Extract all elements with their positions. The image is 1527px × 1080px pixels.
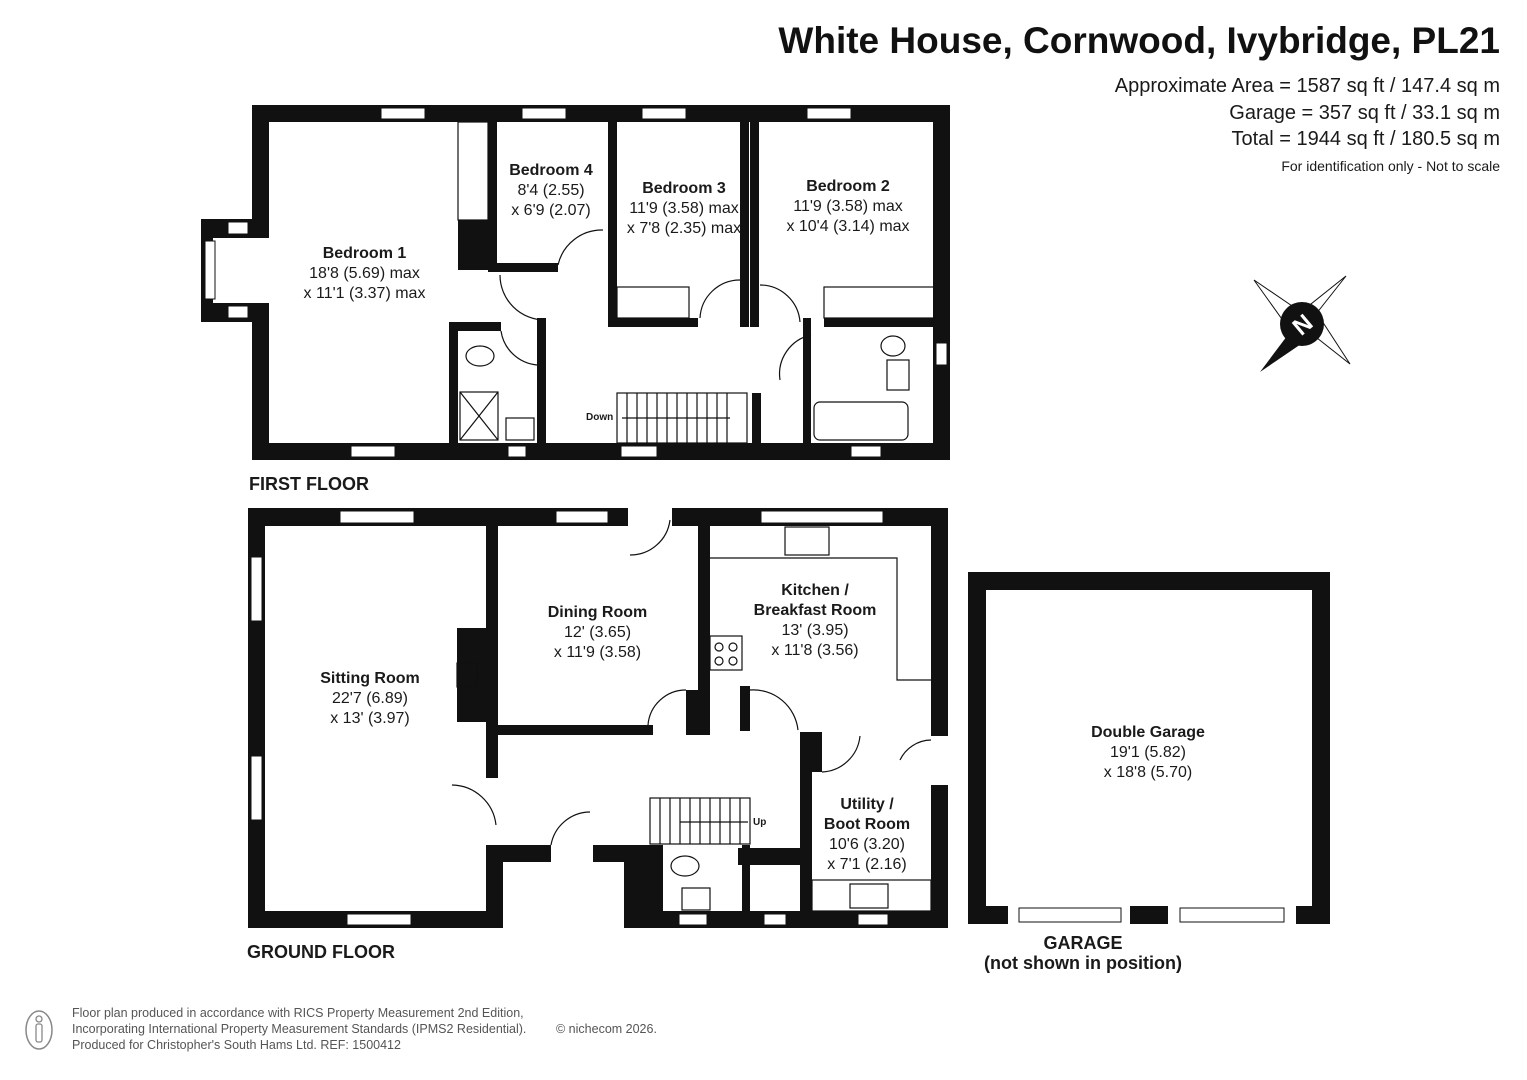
room-name: Sitting Room [320,670,420,687]
room-dimension: x 7'8 (2.35) max [626,220,742,237]
garage-label: GARAGE (not shown in position) [973,933,1193,973]
room-name: Bedroom 2 [806,178,890,195]
room-name: Utility / [840,796,894,813]
footer-line: Floor plan produced in accordance with R… [72,1006,524,1020]
room-name: Bedroom 4 [509,162,593,179]
room-dimension: 13' (3.95) [781,622,849,639]
ground-floor-label: GROUND FLOOR [247,942,395,962]
garage-label-title: GARAGE [1043,933,1123,953]
garage-plan [968,572,1330,924]
room-name: Double Garage [1091,724,1205,741]
room-bedroom-2: Bedroom 2 11'9 (3.58) max x 10'4 (3.14) … [772,177,924,237]
room-dimension: x 7'1 (2.16) [827,856,907,873]
footer-line: Incorporating International Property Mea… [72,1022,527,1036]
person-icon [25,1010,53,1050]
room-kitchen: Kitchen / Breakfast Room 13' (3.95) x 11… [740,581,890,661]
room-dimension: 22'7 (6.89) [332,690,408,707]
first-floor-plan [201,105,950,460]
room-dimension: x 11'8 (3.56) [771,642,859,659]
ground-floor-windows [250,510,889,926]
first-floor-windows [204,107,948,458]
copyright: © nichecom 2026. [556,1022,657,1036]
page-title: White House, Cornwood, Ivybridge, PL21 [778,20,1500,61]
footer: Floor plan produced in accordance with R… [72,1005,657,1053]
room-sitting-room: Sitting Room 22'7 (6.89) x 13' (3.97) [300,669,440,729]
room-bedroom-1: Bedroom 1 18'8 (5.69) max x 11'1 (3.37) … [292,244,437,304]
total-area: Total = 1944 sq ft / 180.5 sq m [1231,128,1501,150]
room-name: Breakfast Room [753,602,877,619]
room-dimension: 19'1 (5.82) [1110,744,1186,761]
room-bedroom-3: Bedroom 3 11'9 (3.58) max x 7'8 (2.35) m… [617,179,751,239]
room-name: Bedroom 1 [322,245,407,262]
room-dimension: x 10'4 (3.14) max [786,218,910,235]
room-dimension: x 6'9 (2.07) [511,202,591,219]
stairs-down-label: Down [586,412,614,423]
room-dimension: x 11'1 (3.37) max [303,285,426,302]
room-dimension: 10'6 (3.20) [829,836,905,853]
room-dimension: 8'4 (2.55) [517,182,585,199]
approximate-area: Approximate Area = 1587 sq ft / 147.4 sq… [1114,75,1500,97]
ground-floor-fixtures [451,519,932,912]
room-bedroom-4: Bedroom 4 8'4 (2.55) x 6'9 (2.07) [496,161,606,221]
room-name: Kitchen / [781,582,849,599]
room-dimension: x 11'9 (3.58) [553,644,642,661]
room-utility: Utility / Boot Room 10'6 (3.20) x 7'1 (2… [812,795,922,875]
room-name: Bedroom 3 [642,180,726,197]
room-dimension: 18'8 (5.69) max [309,265,420,282]
disclaimer: For identification only - Not to scale [1281,158,1500,174]
room-double-garage: Double Garage 19'1 (5.82) x 18'8 (5.70) [1068,723,1228,783]
compass-icon: N [1253,275,1351,372]
garage-label-note: (not shown in position) [984,953,1182,973]
room-dimension: x 13' (3.97) [330,710,410,727]
first-floor-label: FIRST FLOOR [249,474,369,494]
room-name: Dining Room [547,604,648,621]
garage-doors [1018,907,1285,923]
room-dimension: 11'9 (3.58) max [793,198,903,215]
footer-line: Produced for Christopher's South Hams Lt… [72,1038,401,1052]
stairs-up-label: Up [753,817,767,828]
room-dimension: 11'9 (3.58) max [629,200,739,217]
room-dining-room: Dining Room 12' (3.65) x 11'9 (3.58) [525,603,670,663]
room-dimension: x 18'8 (5.70) [1103,764,1193,781]
room-name: Boot Room [823,816,911,833]
garage-area: Garage = 357 sq ft / 33.1 sq m [1229,102,1500,124]
first-floor-fixtures [457,121,935,444]
room-dimension: 12' (3.65) [563,624,632,641]
